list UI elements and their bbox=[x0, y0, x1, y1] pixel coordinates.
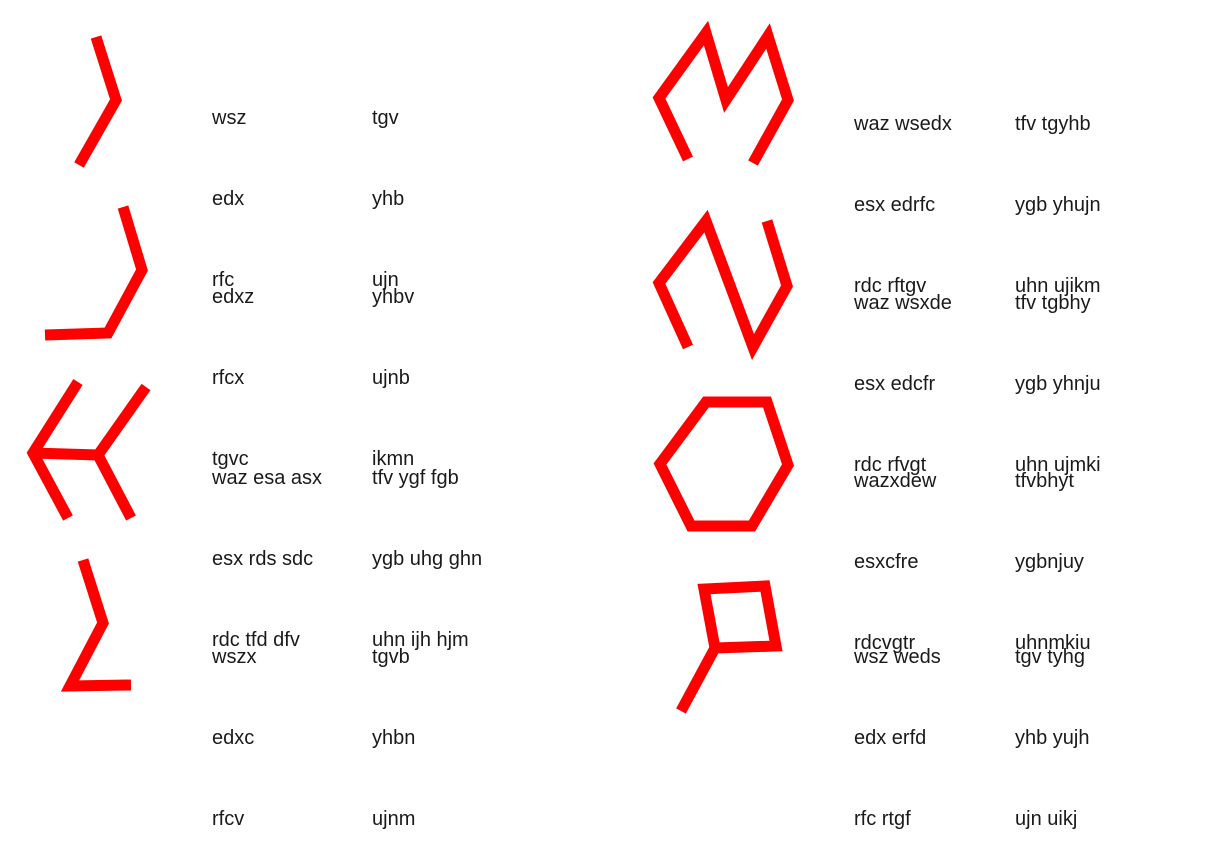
text-line: esxcfre bbox=[854, 551, 919, 573]
entry-4-left-text: wszx edxc rfcv bbox=[212, 590, 256, 860]
entry-3-left-text: waz esa asx esx rds sdc rdc tfd dfv bbox=[212, 411, 322, 681]
text-line: edxz bbox=[212, 286, 255, 308]
text-line: esx edcfr bbox=[854, 373, 936, 395]
entry-7-right-text: tfvbhyt ygbnjuy uhnmkiu bbox=[1015, 414, 1091, 684]
text-line: ygb yhujn bbox=[1015, 194, 1101, 216]
chevron-with-base-shape bbox=[44, 205, 148, 341]
entry-6-left-text: waz wsxde esx edcfr rdc rfvgt bbox=[854, 236, 952, 506]
entry-2-right-text: yhbv ujnb ikmn bbox=[372, 230, 414, 500]
entry-2-left-text: edxz rfcx tgvc bbox=[212, 230, 254, 500]
text-line: edxc bbox=[212, 727, 255, 749]
text-line: edx erfd bbox=[854, 727, 927, 749]
flag-p-shape bbox=[676, 580, 783, 714]
text-line: wazxdew bbox=[854, 470, 937, 492]
text-line: rdc rfvgt bbox=[854, 454, 927, 476]
text-line: ygb yhnju bbox=[1015, 373, 1101, 395]
text-line: ujnm bbox=[372, 808, 416, 830]
entry-1-right-text: tgv yhb ujn bbox=[372, 51, 404, 321]
text-line: waz wsxde bbox=[854, 292, 952, 314]
text-line: rfc rtgf bbox=[854, 808, 911, 830]
entry-8-right-text: tgv tyhg yhb yujh ujn uikj bbox=[1015, 590, 1090, 860]
text-line: esx rds sdc bbox=[212, 548, 314, 570]
text-line: ujnb bbox=[372, 367, 410, 389]
text-line: yhbv bbox=[372, 286, 415, 308]
text-line: tfvbhyt bbox=[1015, 470, 1074, 492]
chevron-foot-shape bbox=[60, 558, 132, 692]
double-peak-shape bbox=[652, 20, 794, 166]
text-line: uhn ijh hjm bbox=[372, 629, 469, 651]
text-line: rfcv bbox=[212, 808, 245, 830]
text-line: tfv tgbhy bbox=[1015, 292, 1091, 314]
gesture-shapes-canvas bbox=[26, 20, 795, 714]
text-line: esx edrfc bbox=[854, 194, 936, 216]
text-line: waz wsedx bbox=[854, 113, 952, 135]
entry-1-left-text: wsz edx rfc bbox=[212, 51, 246, 321]
text-line: tgv tyhg bbox=[1015, 646, 1086, 668]
zigzag-n-shape bbox=[652, 209, 793, 361]
text-line: uhn ujmki bbox=[1015, 454, 1101, 476]
text-line: uhnmkiu bbox=[1015, 632, 1091, 654]
text-line: rfcx bbox=[212, 367, 245, 389]
text-line: rdc rftgv bbox=[854, 275, 927, 297]
text-line: wsz bbox=[212, 107, 247, 129]
text-line: ujn bbox=[372, 269, 399, 291]
text-line: tgvb bbox=[372, 646, 410, 668]
text-line: rdc tfd dfv bbox=[212, 629, 300, 651]
hexagon-shape bbox=[653, 396, 795, 532]
entry-8-left-text: wsz weds edx erfd rfc rtgf bbox=[854, 590, 941, 860]
text-line: rdcvgtr bbox=[854, 632, 916, 654]
text-line: wsz weds bbox=[854, 646, 941, 668]
text-line: wszx bbox=[212, 646, 257, 668]
entry-6-right-text: tfv tgbhy ygb yhnju uhn ujmki bbox=[1015, 236, 1101, 506]
text-line: tgvc bbox=[212, 448, 249, 470]
text-line: ujn uikj bbox=[1015, 808, 1078, 830]
text-line: tfv tgyhb bbox=[1015, 113, 1091, 135]
text-line: yhb yujh bbox=[1015, 727, 1090, 749]
text-line: ikmn bbox=[372, 448, 415, 470]
text-line: tfv ygf fgb bbox=[372, 467, 459, 489]
entry-7-left-text: wazxdew esxcfre rdcvgtr bbox=[854, 414, 936, 684]
text-line: yhbn bbox=[372, 727, 416, 749]
entry-3-right-text: tfv ygf fgb ygb uhg ghn uhn ijh hjm bbox=[372, 411, 482, 681]
text-line: edx bbox=[212, 188, 245, 210]
text-line: uhn ujikm bbox=[1015, 275, 1101, 297]
text-line: yhb bbox=[372, 188, 405, 210]
entry-5-right-text: tfv tgyhb ygb yhujn uhn ujikm bbox=[1015, 57, 1101, 327]
text-line: waz esa asx bbox=[212, 467, 323, 489]
arrow-left-fork-shape bbox=[26, 379, 151, 521]
chevron-right-shape bbox=[74, 35, 122, 168]
text-line: rfc bbox=[212, 269, 235, 291]
entry-5-left-text: waz wsedx esx edrfc rdc rftgv bbox=[854, 57, 952, 327]
text-line: ygb uhg ghn bbox=[372, 548, 483, 570]
text-line: ygbnjuy bbox=[1015, 551, 1084, 573]
text-line: tgv bbox=[372, 107, 399, 129]
entry-4-right-text: tgvb yhbn ujnm bbox=[372, 590, 415, 860]
